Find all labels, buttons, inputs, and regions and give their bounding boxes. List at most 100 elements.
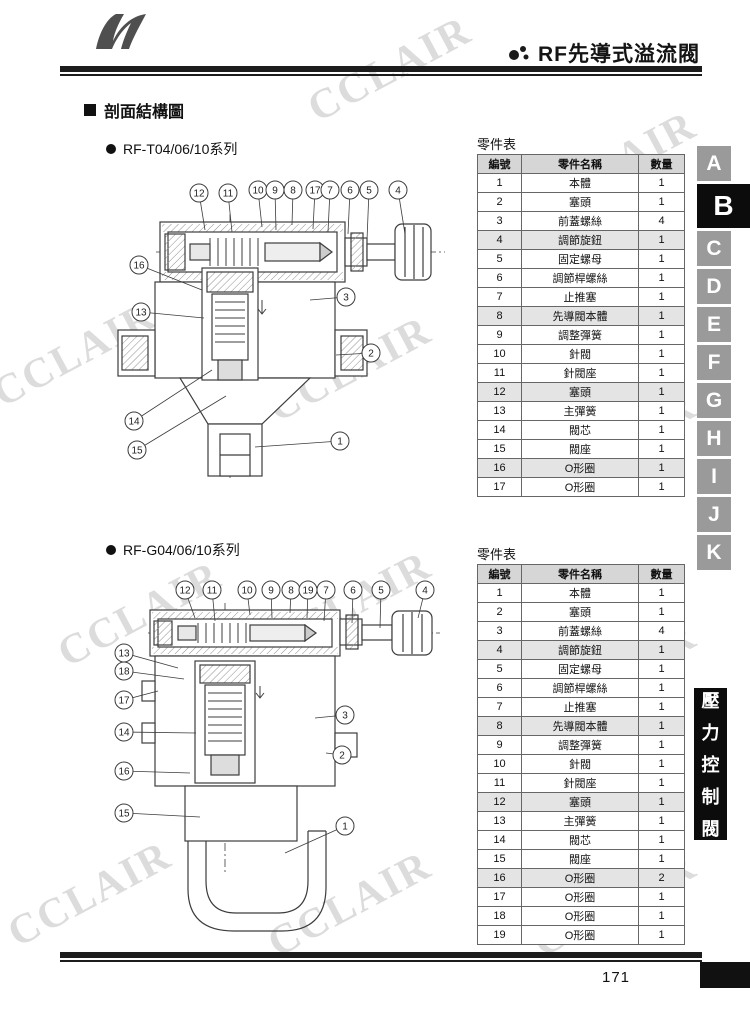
side-tab-h: H [697, 421, 731, 456]
callout-5 [359, 180, 379, 200]
callout-label: 1 [337, 437, 343, 448]
callout-label: 3 [342, 711, 348, 722]
footer-rule [60, 952, 702, 962]
side-category-char: 制 [701, 787, 720, 807]
callout-6 [343, 580, 363, 600]
callout-label: 10 [252, 186, 264, 197]
callout-label: 17 [118, 696, 130, 707]
callout-label: 18 [118, 667, 130, 678]
callout-label: 6 [347, 186, 353, 197]
callout-7 [316, 580, 336, 600]
side-tab-g: G [697, 383, 731, 418]
callout-11 [218, 183, 238, 203]
side-tab-k: K [697, 535, 731, 570]
side-category-char: 力 [701, 723, 720, 743]
callout-label: 2 [339, 751, 345, 762]
callout-label: 15 [131, 446, 143, 457]
side-category-char: 控 [701, 755, 720, 775]
page-header: RF先導式溢流閥 [508, 38, 700, 68]
callout-label: 11 [223, 189, 234, 200]
callout-label: 15 [118, 809, 130, 820]
parts-table-2-title: 零件表 [477, 547, 517, 562]
callout-3 [335, 705, 355, 725]
callout-label: 9 [268, 586, 274, 597]
callout-1 [330, 431, 350, 451]
column-header: 編號 [477, 154, 522, 174]
callout-15 [114, 803, 134, 823]
footer-corner-block [700, 962, 750, 988]
callout-12 [189, 183, 209, 203]
callout-5 [371, 580, 391, 600]
section-title: 剖面結構圖 [104, 104, 185, 121]
side-tab-a: A [697, 146, 731, 181]
column-header: 編號 [477, 564, 522, 584]
header-rule [60, 66, 702, 76]
callout-label: 5 [378, 586, 384, 597]
callout-6 [340, 180, 360, 200]
callout-3 [336, 287, 356, 307]
callout-label: 7 [327, 186, 333, 197]
callout-label: 12 [193, 189, 205, 200]
callout-10 [237, 580, 257, 600]
side-category-char: 閥 [701, 819, 720, 839]
side-tab-b: B [697, 184, 750, 228]
callout-label: 19 [302, 586, 314, 597]
callout-label: 2 [368, 349, 374, 360]
column-header: 零件名稱 [521, 154, 639, 174]
side-category-char: 壓 [701, 691, 720, 711]
bullet-icon [106, 545, 116, 555]
callout-label: 9 [272, 186, 278, 197]
callout-label: 8 [288, 586, 294, 597]
callout-16 [114, 761, 134, 781]
callout-label: 6 [350, 586, 356, 597]
callout-9 [261, 580, 281, 600]
side-tab-d: D [697, 269, 731, 304]
parts-table-1-title: 零件表 [477, 137, 517, 152]
callout-label: 10 [241, 586, 253, 597]
callout-14 [124, 411, 144, 431]
side-category-label: 壓力控制閥 [694, 688, 727, 840]
column-header: 零件名稱 [521, 564, 639, 584]
callout-8 [283, 180, 303, 200]
column-header: 數量 [638, 154, 685, 174]
callout-1 [335, 816, 355, 836]
callout-label: 13 [118, 649, 130, 660]
callout-label: 1 [342, 822, 348, 833]
callout-label: 14 [128, 417, 140, 428]
callout-label: 8 [290, 186, 296, 197]
series-1-label: RF-T04/06/10系列 [123, 141, 238, 157]
callout-label: 4 [395, 186, 401, 197]
series-2-heading: RF-G04/06/10系列 [106, 540, 240, 560]
page-number: 171 [602, 969, 631, 986]
column-header: 數量 [638, 564, 685, 584]
bullet-icon [106, 144, 116, 154]
callout-label: 7 [323, 586, 329, 597]
callout-label: 4 [422, 586, 428, 597]
